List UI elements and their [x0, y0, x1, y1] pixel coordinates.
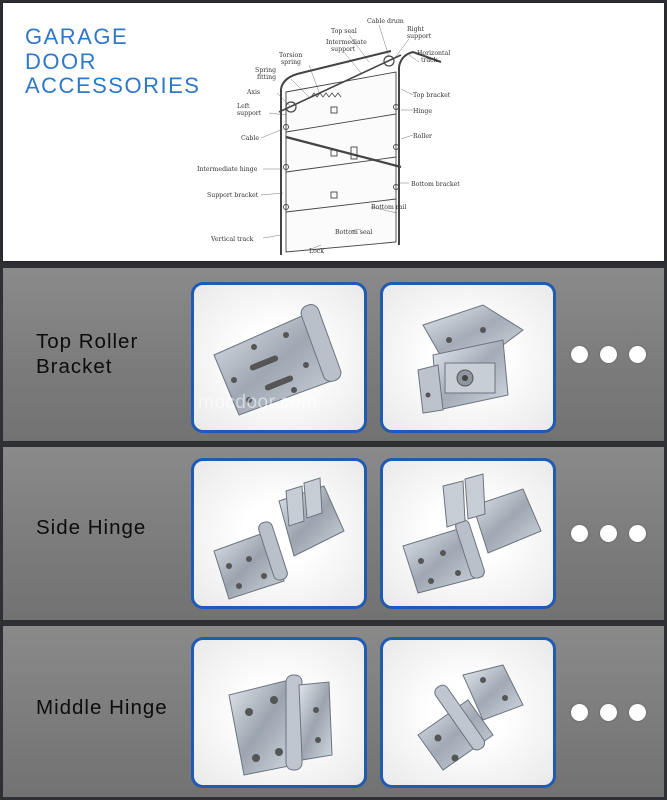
label-spring-fitting-1: Spring	[255, 67, 276, 74]
dot-icon	[629, 704, 646, 721]
product-row-side-hinge: Side Hinge	[3, 447, 664, 620]
product-image-card[interactable]	[380, 637, 556, 788]
label-vertical-track: Vertical track	[210, 236, 254, 243]
label-cable: Cable	[241, 135, 259, 142]
more-options-dots[interactable]	[571, 704, 646, 721]
page-title: GARAGE DOOR ACCESSORIES	[25, 24, 201, 99]
more-options-dots[interactable]	[571, 525, 646, 542]
product-title: Side Hinge	[36, 515, 146, 540]
dot-icon	[600, 525, 617, 542]
dot-icon	[571, 346, 588, 363]
watermark: mocdoor.com	[198, 392, 318, 413]
product-image-card[interactable]	[191, 282, 367, 433]
product-row-top-roller-bracket: Top Roller Bracket	[3, 268, 664, 441]
label-axis: Axis	[246, 89, 260, 96]
dot-icon	[600, 704, 617, 721]
side-hinge-photo	[402, 473, 542, 594]
label-horizontal-track-2: track	[421, 57, 438, 64]
product-title: Top Roller Bracket	[36, 329, 138, 379]
label-right-support-1: Right	[407, 26, 425, 33]
label-right-support-2: support	[407, 33, 432, 40]
middle-hinge-photo	[228, 674, 333, 776]
label-top-bracket: Top bracket	[413, 92, 451, 99]
product-image-card[interactable]	[191, 637, 367, 788]
title-line-3: ACCESSORIES	[25, 73, 201, 98]
label-spring-fitting-2: fitting	[257, 74, 276, 81]
label-lock: Lock	[309, 248, 324, 255]
side-hinge-photo	[213, 477, 345, 600]
label-intermediate-support-2: support	[331, 46, 356, 53]
label-intermediate-support-1: Intermediate	[326, 39, 367, 46]
dot-icon	[571, 704, 588, 721]
label-intermediate-hinge: Intermediate hinge	[197, 166, 258, 173]
top-roller-bracket-photo	[417, 304, 524, 414]
product-image-card[interactable]	[191, 458, 367, 609]
dot-icon	[600, 346, 617, 363]
middle-hinge-photo	[417, 664, 524, 771]
label-hinge: Hinge	[413, 108, 432, 115]
label-roller: Roller	[413, 133, 432, 140]
product-title-line-2: Bracket	[36, 355, 113, 378]
garage-door-diagram: Top seal Cable drum Right support Interm…	[197, 18, 460, 255]
product-image-card[interactable]	[380, 282, 556, 433]
product-title: Middle Hinge	[36, 695, 168, 720]
label-bottom-rail: Bottom rail	[371, 204, 406, 211]
title-line-1: GARAGE	[25, 24, 129, 49]
label-left-support-2: support	[237, 110, 262, 117]
label-cable-drum: Cable drum	[367, 18, 404, 25]
label-top-seal: Top seal	[331, 28, 357, 35]
more-options-dots[interactable]	[571, 346, 646, 363]
product-title-line-1: Top Roller	[36, 330, 139, 353]
product-image-card[interactable]	[380, 458, 556, 609]
dot-icon	[629, 346, 646, 363]
label-bottom-seal: Bottom seal	[335, 229, 372, 236]
title-line-2: DOOR	[25, 48, 97, 74]
label-horizontal-track-1: Horizontal	[417, 50, 450, 57]
dot-icon	[571, 525, 588, 542]
product-title-line-1: Side Hinge	[36, 516, 147, 539]
label-bottom-bracket: Bottom bracket	[411, 181, 460, 188]
label-left-support-1: Left	[237, 103, 250, 110]
product-title-line-1: Middle Hinge	[36, 696, 168, 719]
dot-icon	[629, 525, 646, 542]
top-roller-bracket-photo	[213, 304, 342, 416]
header-panel: GARAGE DOOR ACCESSORIES	[3, 3, 664, 261]
label-torsion-spring-2: spring	[281, 59, 301, 66]
label-support-bracket: Support bracket	[207, 192, 259, 199]
product-row-middle-hinge: Middle Hinge	[3, 626, 664, 797]
label-torsion-spring-1: Torsion	[279, 52, 302, 59]
